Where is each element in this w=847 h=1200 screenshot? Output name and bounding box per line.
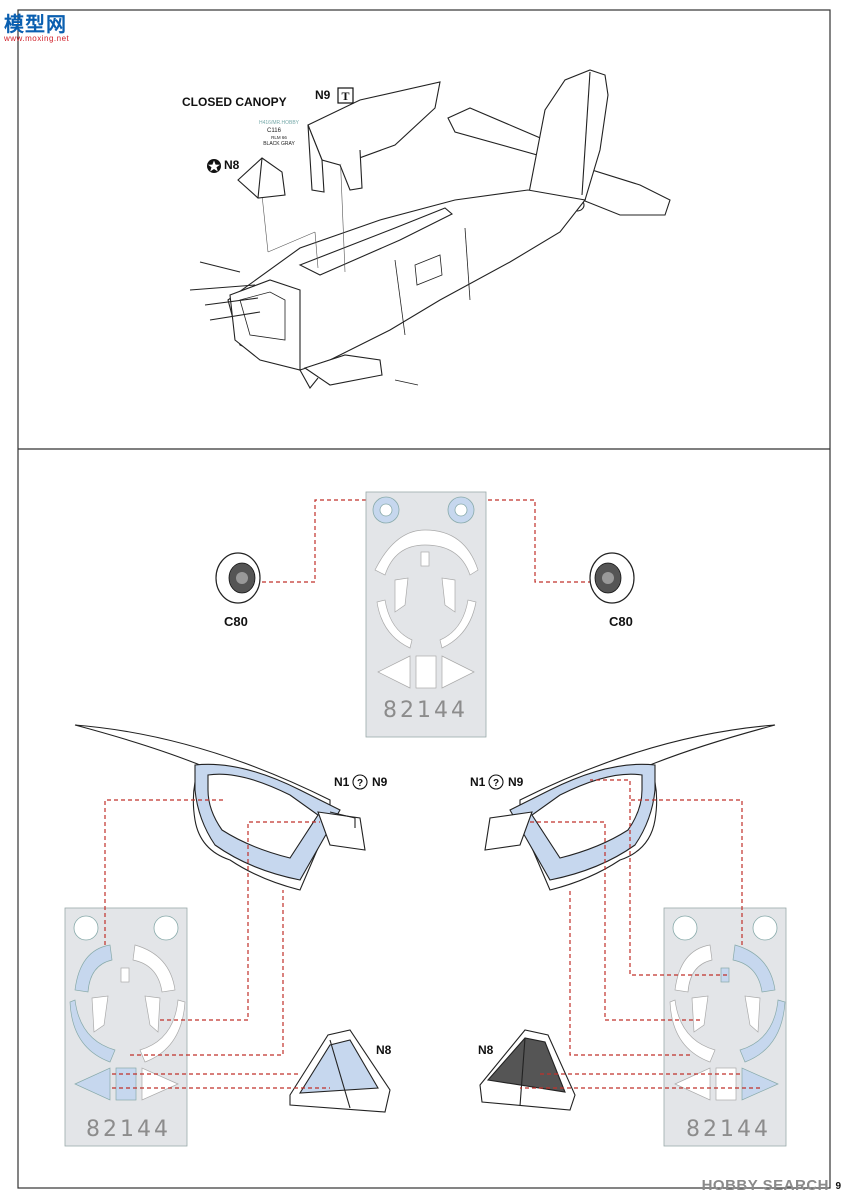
paint-chip-line3: RLM 66: [271, 135, 287, 140]
n1-question-icon-left: [352, 774, 368, 790]
right-mask-sheet: [663, 907, 787, 1147]
site-watermark-url: www.moxing.net: [4, 34, 70, 43]
right-windscreen-drawing: [479, 1029, 576, 1111]
wheel-leader-lines: [255, 499, 595, 583]
windscreen-part: [237, 157, 286, 199]
part-label-n9-top: N9: [315, 88, 331, 102]
paint-chip-line4: BLACK GRAY: [263, 141, 295, 147]
canopy-leader-lines: [104, 779, 760, 1089]
right-canopy-drawing: [484, 724, 776, 891]
paint-chip-box: [255, 117, 303, 147]
question-glyph-left: ?: [357, 778, 363, 789]
mask-code-right: 82144: [686, 1117, 771, 1142]
star-icon-shape: [208, 160, 220, 172]
center-mask-sheet: [365, 491, 487, 738]
paint-chip-line2: C116: [267, 128, 282, 134]
right-wheel: [589, 552, 635, 604]
left-wheel: [215, 552, 261, 604]
left-windscreen-drawing: [289, 1029, 391, 1113]
part-label-n1-left: N1: [334, 775, 350, 789]
part-label-n8-right: N8: [478, 1043, 494, 1057]
part-label-c80-left: C80: [224, 614, 248, 629]
site-watermark-cn: 模型网: [4, 14, 67, 36]
aircraft-drawing: [189, 69, 671, 389]
left-canopy-drawing: [74, 724, 366, 891]
closed-canopy-label: CLOSED CANOPY: [182, 95, 287, 109]
part-label-n8-top: N8: [224, 158, 240, 172]
part-label-n1-right: N1: [470, 775, 486, 789]
page-number: 9: [835, 1181, 841, 1192]
paint-chip-line1: H416/MR.HOBBY: [259, 120, 300, 126]
site-watermark: 模型网 www.moxing.net: [4, 8, 69, 43]
n9-icon-glyph: T: [341, 89, 349, 103]
closed-canopy-part: [307, 81, 441, 193]
part-label-n8-left: N8: [376, 1043, 392, 1057]
n9-instruction-icon: [337, 87, 354, 104]
part-label-n9-left: N9: [372, 775, 388, 789]
part-label-n9-right: N9: [508, 775, 524, 789]
left-mask-sheet: [64, 907, 188, 1147]
mask-code-center: 82144: [383, 698, 468, 723]
mask-code-left: 82144: [86, 1117, 171, 1142]
page-frame: [17, 9, 831, 1189]
n1-question-icon-right: [488, 774, 504, 790]
hobby-search-watermark: HOBBY SEARCH: [701, 1177, 829, 1194]
question-glyph-right: ?: [493, 778, 499, 789]
part-label-c80-right: C80: [609, 614, 633, 629]
